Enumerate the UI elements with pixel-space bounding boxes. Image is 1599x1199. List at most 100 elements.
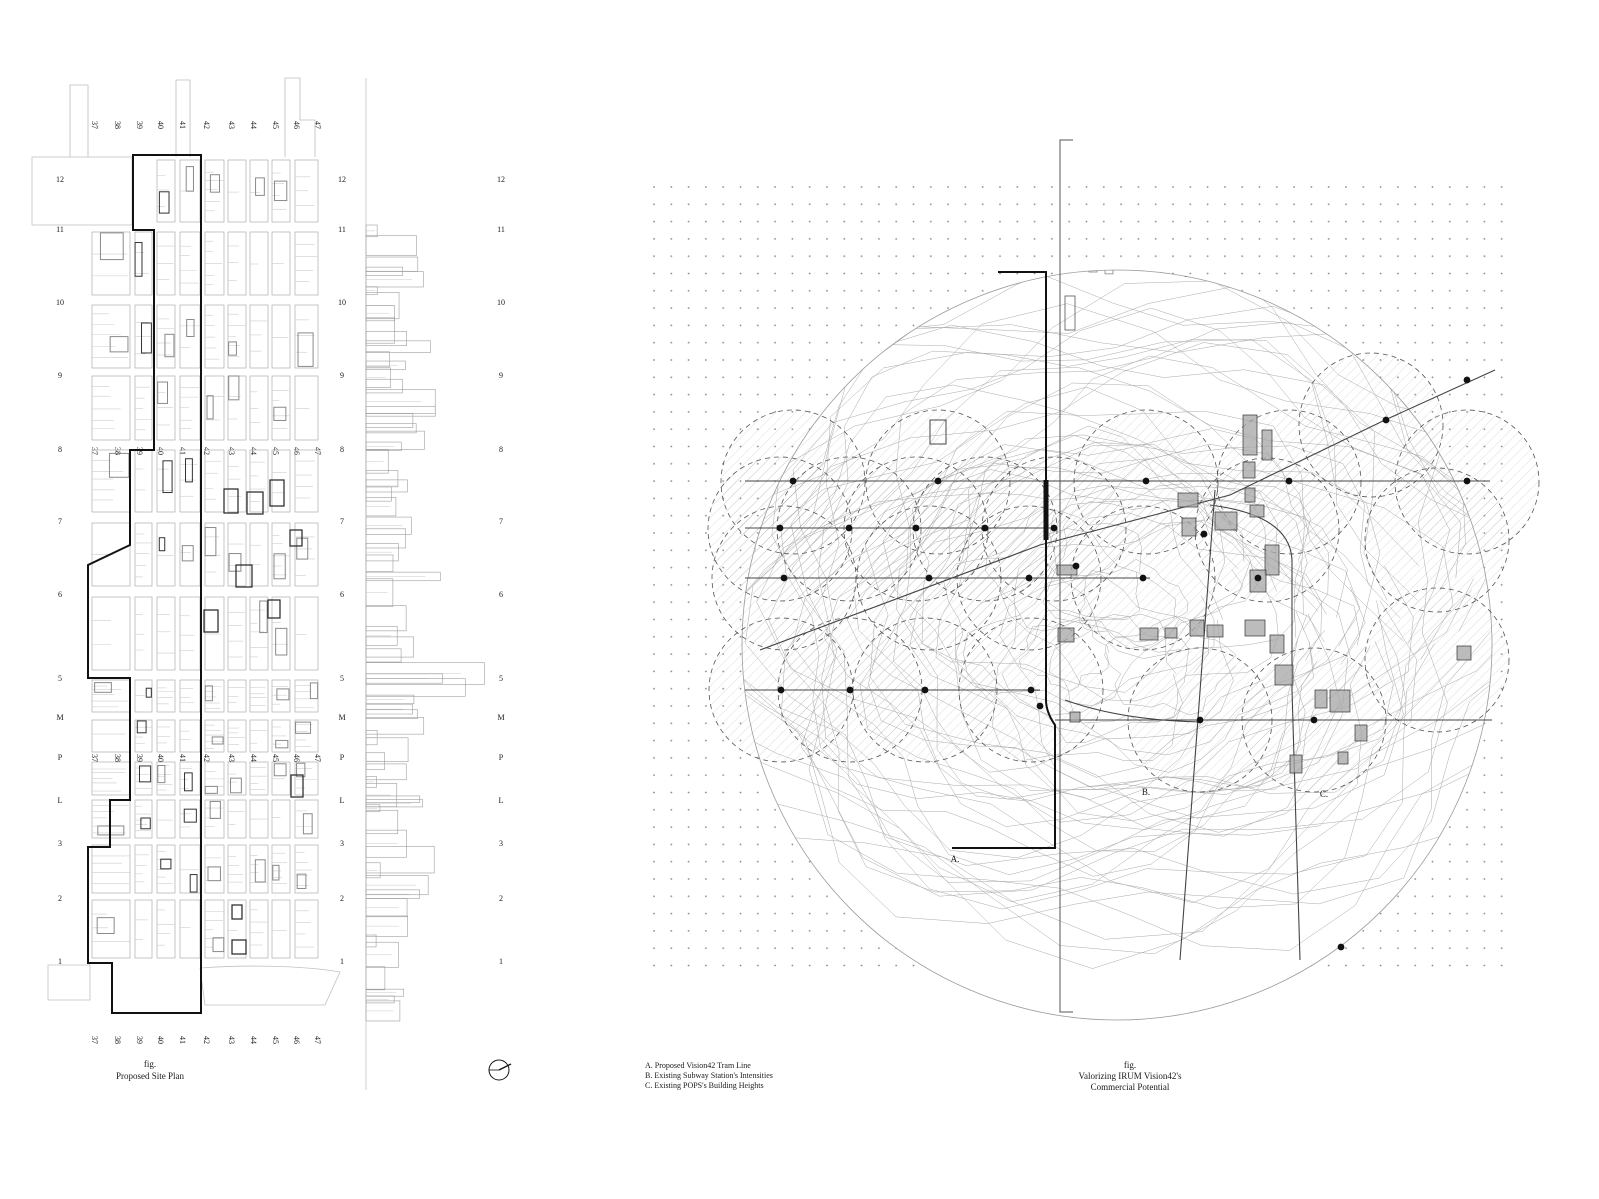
elevation-building bbox=[365, 430, 425, 450]
elevation-building bbox=[365, 763, 407, 781]
building-footprint bbox=[164, 333, 175, 358]
building-footprint bbox=[211, 736, 224, 745]
building-footprint-bold bbox=[223, 488, 239, 514]
station-point bbox=[1142, 477, 1150, 485]
row-label: 7 bbox=[340, 517, 344, 526]
city-block bbox=[227, 231, 247, 296]
city-block bbox=[179, 761, 201, 796]
row-label: 5 bbox=[58, 674, 62, 683]
transit-line bbox=[1179, 489, 1216, 961]
city-block bbox=[294, 596, 319, 671]
building-footprint-bold bbox=[290, 774, 304, 798]
city-block bbox=[156, 799, 176, 839]
city-block bbox=[294, 719, 319, 753]
contour-line bbox=[742, 270, 1492, 940]
section-bracket[interactable] bbox=[1059, 139, 1073, 1013]
row-label: 1 bbox=[499, 957, 503, 966]
street-number: 45 bbox=[271, 447, 280, 455]
street-number: 37 bbox=[90, 121, 99, 129]
station-point bbox=[1463, 477, 1471, 485]
city-block bbox=[204, 844, 225, 894]
street-number: 37 bbox=[90, 447, 99, 455]
city-block bbox=[249, 375, 269, 441]
transit-line bbox=[1064, 699, 1201, 723]
street-number: 43 bbox=[227, 447, 236, 455]
city-block bbox=[271, 304, 291, 369]
station-point bbox=[1382, 416, 1390, 424]
city-block bbox=[294, 304, 319, 369]
row-label: 7 bbox=[58, 517, 62, 526]
pops-building bbox=[1069, 711, 1081, 723]
station-point bbox=[1337, 943, 1345, 951]
city-block bbox=[271, 522, 291, 587]
row-label: M bbox=[497, 713, 504, 722]
building-footprint bbox=[275, 739, 289, 749]
pops-building bbox=[1164, 627, 1178, 639]
pops-building bbox=[1264, 544, 1280, 576]
station-point bbox=[780, 574, 788, 582]
city-block bbox=[156, 761, 176, 796]
city-block bbox=[179, 596, 201, 671]
row-label: P bbox=[58, 753, 63, 762]
city-block bbox=[227, 761, 247, 796]
street-number: 38 bbox=[113, 754, 122, 762]
row-label: L bbox=[340, 796, 345, 805]
station-point bbox=[934, 477, 942, 485]
elevation-building bbox=[365, 413, 414, 428]
building-footprint-bold bbox=[231, 904, 243, 920]
row-label: 12 bbox=[497, 175, 505, 184]
row-label: 6 bbox=[58, 590, 62, 599]
building-footprint bbox=[184, 772, 193, 792]
street-number: 41 bbox=[178, 121, 187, 129]
pops-building bbox=[1181, 517, 1197, 537]
building-footprint-bold bbox=[246, 491, 264, 515]
row-label: 12 bbox=[56, 175, 64, 184]
city-block bbox=[249, 596, 269, 671]
pops-building bbox=[1269, 634, 1285, 654]
building-footprint bbox=[296, 873, 307, 889]
pops-building bbox=[1139, 627, 1159, 641]
city-block bbox=[294, 899, 319, 959]
city-block bbox=[179, 899, 201, 959]
contour-line bbox=[742, 270, 1448, 897]
site-boundary[interactable] bbox=[87, 154, 202, 1014]
row-label: P bbox=[340, 753, 345, 762]
contour-building bbox=[1088, 270, 1098, 273]
pops-building bbox=[1056, 564, 1078, 576]
city-block bbox=[227, 159, 247, 223]
elevation-building bbox=[365, 966, 386, 991]
street-number: 44 bbox=[249, 121, 258, 129]
street-number: 41 bbox=[178, 1036, 187, 1044]
city-block bbox=[156, 844, 176, 894]
building-footprint bbox=[274, 180, 288, 202]
building-footprint bbox=[296, 762, 306, 778]
station-point bbox=[1139, 574, 1147, 582]
city-block bbox=[204, 522, 225, 587]
city-block bbox=[134, 522, 153, 587]
elevation-building bbox=[365, 256, 419, 272]
city-blocks bbox=[91, 159, 319, 959]
city-block bbox=[204, 159, 225, 223]
building-footprint bbox=[145, 687, 152, 698]
pops-building bbox=[929, 419, 947, 445]
city-block bbox=[294, 231, 319, 296]
street-number: 39 bbox=[135, 121, 144, 129]
row-label: 1 bbox=[340, 957, 344, 966]
tram-line-a[interactable] bbox=[952, 271, 1056, 849]
marker-b: B. bbox=[1142, 787, 1150, 797]
station-point bbox=[1200, 530, 1208, 538]
city-block bbox=[134, 719, 153, 753]
building-footprints bbox=[94, 166, 319, 955]
site-plan-caption-fig: fig. bbox=[144, 1059, 156, 1069]
legend-item-tram-line: A. Proposed Vision42 Tram Line bbox=[645, 1061, 751, 1070]
city-block bbox=[249, 899, 269, 959]
row-label: 8 bbox=[58, 445, 62, 454]
building-footprint bbox=[212, 937, 225, 953]
city-block bbox=[294, 844, 319, 894]
city-block bbox=[271, 375, 291, 441]
building-footprint bbox=[207, 866, 221, 882]
row-label: 10 bbox=[338, 298, 346, 307]
row-label: 6 bbox=[340, 590, 344, 599]
